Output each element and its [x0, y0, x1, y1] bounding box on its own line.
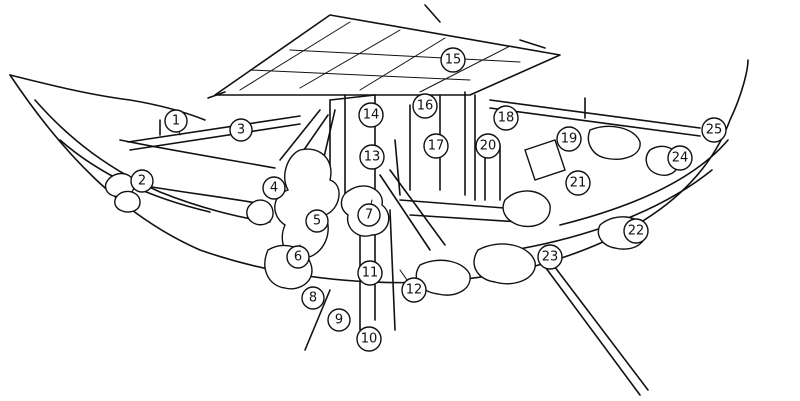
callout-24-label: 24 [672, 151, 689, 166]
callout-16: 16 [412, 93, 438, 119]
callout-3-circle [229, 118, 253, 142]
callout-23: 23 [537, 244, 563, 270]
callout-12: 12 [401, 277, 427, 303]
callout-3-label: 3 [237, 123, 245, 138]
callout-19-circle [556, 126, 582, 152]
callout-12-label: 12 [406, 283, 423, 298]
callout-11-label: 11 [362, 266, 379, 281]
callout-8: 8 [301, 286, 325, 310]
callout-20-label: 20 [480, 139, 497, 154]
callout-8-label: 8 [309, 291, 317, 306]
callout-22: 22 [623, 218, 649, 244]
callout-18: 18 [493, 105, 519, 131]
callout-17: 17 [423, 133, 449, 159]
callout-8-circle [301, 286, 325, 310]
callout-6: 6 [286, 245, 310, 269]
callout-25: 25 [701, 117, 727, 143]
callout-2-circle [130, 169, 154, 193]
callout-1-label: 1 [172, 114, 180, 129]
callout-11: 11 [357, 260, 383, 286]
callout-21-label: 21 [570, 176, 587, 191]
callout-3: 3 [229, 118, 253, 142]
callout-22-label: 22 [628, 224, 645, 239]
callout-17-circle [423, 133, 449, 159]
upper-deck-frame [207, 4, 561, 99]
callout-4-label: 4 [270, 181, 278, 196]
callout-10-label: 10 [361, 332, 378, 347]
callout-13-label: 13 [364, 150, 381, 165]
callout-7-circle [357, 203, 381, 227]
callout-5-circle [305, 209, 329, 233]
callout-23-circle [537, 244, 563, 270]
callout-15-circle [440, 47, 466, 73]
callout-9-label: 9 [335, 313, 343, 328]
callout-12-circle [401, 277, 427, 303]
callout-2: 2 [130, 169, 154, 193]
callout-4-circle [262, 176, 286, 200]
callout-14-label: 14 [363, 108, 380, 123]
callouts: 1 2 3 4 5 6 7 8 9 10 11 12 13 14 15 16 1… [130, 47, 727, 352]
callout-24-circle [667, 145, 693, 171]
cargo-shapes [104, 125, 679, 296]
callout-7-label: 7 [365, 208, 373, 223]
callout-14: 14 [358, 102, 384, 128]
callout-6-label: 6 [294, 250, 302, 265]
callout-7: 7 [357, 203, 381, 227]
callout-24: 24 [667, 145, 693, 171]
callout-18-circle [493, 105, 519, 131]
callout-9-circle [327, 308, 351, 332]
callout-17-label: 17 [428, 139, 445, 154]
callout-22-circle [623, 218, 649, 244]
callout-4: 4 [262, 176, 286, 200]
callout-19-label: 19 [561, 132, 578, 147]
callout-14-circle [358, 102, 384, 128]
callout-16-circle [412, 93, 438, 119]
callout-18-label: 18 [498, 111, 515, 126]
callout-9: 9 [327, 308, 351, 332]
callout-15: 15 [440, 47, 466, 73]
callout-20-circle [475, 133, 501, 159]
callout-25-circle [701, 117, 727, 143]
callout-13: 13 [359, 144, 385, 170]
callout-20: 20 [475, 133, 501, 159]
callout-10-circle [356, 326, 382, 352]
callout-19: 19 [556, 126, 582, 152]
callout-21: 21 [565, 170, 591, 196]
callout-5-label: 5 [313, 214, 321, 229]
callout-2-label: 2 [138, 174, 146, 189]
callout-13-circle [359, 144, 385, 170]
callout-10: 10 [356, 326, 382, 352]
callout-5: 5 [305, 209, 329, 233]
callout-1: 1 [164, 109, 188, 133]
callout-15-label: 15 [445, 53, 462, 68]
callout-16-label: 16 [417, 99, 434, 114]
callout-1-circle [164, 109, 188, 133]
callout-25-label: 25 [706, 123, 723, 138]
callout-23-label: 23 [542, 250, 559, 265]
callout-11-circle [357, 260, 383, 286]
main-deck [127, 97, 701, 151]
callout-6-circle [286, 245, 310, 269]
hull [9, 59, 749, 284]
callout-21-circle [565, 170, 591, 196]
